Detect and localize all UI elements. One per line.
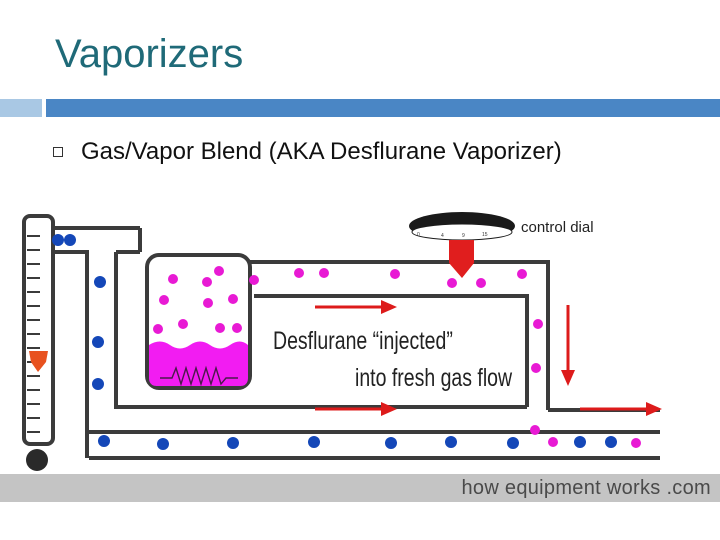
dial-tick-0: 0 <box>417 232 420 238</box>
flowmeter-bobbin <box>29 351 48 372</box>
dial-tick-15: 15 <box>482 232 488 238</box>
caption-line-1: Desflurane “injected” <box>273 327 453 355</box>
control-dial-assembly: 0 4 9 15 control dial <box>409 212 594 278</box>
heater-element <box>160 365 238 387</box>
footer-band <box>0 474 720 502</box>
control-dial-label: control dial <box>521 219 594 236</box>
carrier-gas-dots <box>52 234 617 450</box>
desflurane-sump <box>145 253 252 390</box>
desflurane-vapor-dots <box>153 266 641 448</box>
dial-tick-4: 4 <box>441 233 444 239</box>
caption-line-2: into fresh gas flow <box>355 364 513 392</box>
flowmeter-base-knob <box>26 449 48 471</box>
dial-tick-9: 9 <box>462 233 465 239</box>
flowmeter-tube <box>22 214 55 446</box>
flow-arrows <box>315 300 662 416</box>
liquid-desflurane <box>149 341 248 386</box>
title-rule-right <box>46 99 720 117</box>
title-rule-left <box>0 99 42 117</box>
bullet-square-icon <box>53 147 63 157</box>
injector-nozzle <box>449 240 474 263</box>
footer-brand: how equipment works .com <box>461 477 711 499</box>
bullet-text: Gas/Vapor Blend (AKA Desflurane Vaporize… <box>81 138 562 165</box>
slide-title: Vaporizers <box>55 32 244 76</box>
